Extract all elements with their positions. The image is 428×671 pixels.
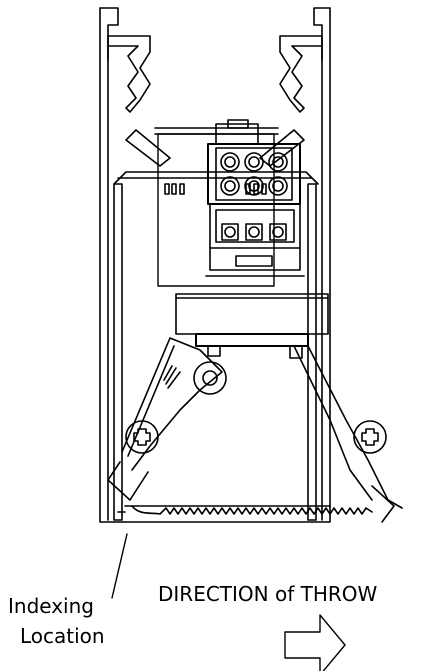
direction-of-throw-label: DIRECTION of THROW xyxy=(158,582,378,606)
left-top-clip xyxy=(108,36,150,112)
left-screw xyxy=(126,421,158,453)
right-top-clip xyxy=(280,36,322,112)
lower-housing xyxy=(176,294,328,358)
indexing-leader-line xyxy=(112,534,127,598)
right-latch-arm xyxy=(294,346,402,522)
terminal-block xyxy=(158,120,304,286)
outline-right-arrow-icon xyxy=(285,615,345,671)
right-screw xyxy=(354,421,386,453)
serrated-edge xyxy=(132,506,372,514)
indexing-label: Indexing xyxy=(8,594,94,618)
location-label: Location xyxy=(20,624,105,648)
top-rails xyxy=(114,128,318,520)
housing-frame xyxy=(100,8,330,522)
left-latch-arm xyxy=(108,338,226,500)
